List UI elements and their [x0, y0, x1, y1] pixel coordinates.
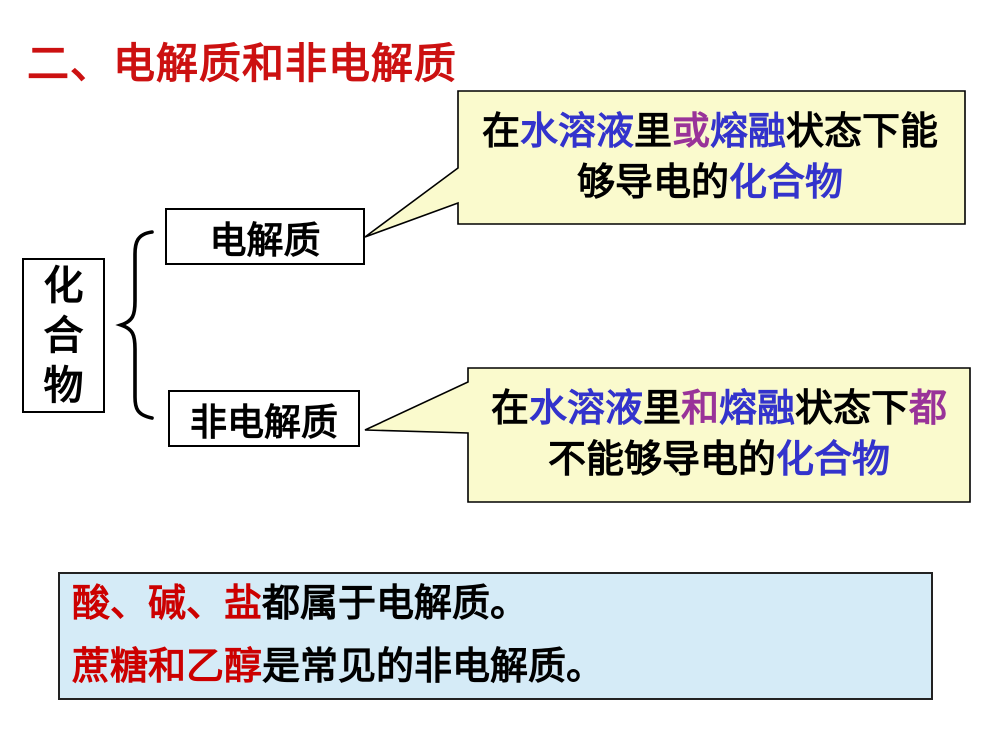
note-line-2: 蔗糖和乙醇是常见的非电解质。 — [72, 646, 605, 688]
electrolyte-box: 电解质 — [165, 208, 365, 265]
note-line-1: 酸、碱、盐都属于电解质。 — [72, 583, 529, 625]
non-electrolyte-box: 非电解质 — [168, 390, 360, 447]
note-box: 酸、碱、盐都属于电解质。 蔗糖和乙醇是常见的非电解质。 — [58, 572, 933, 700]
non-electrolyte-callout-shape — [364, 367, 971, 503]
electrolyte-callout-line-1: 在水溶液里或熔融状态下能 — [481, 110, 939, 153]
page-title: 二、电解质和非电解质 — [27, 42, 458, 88]
compound-box: 化合物 — [22, 258, 105, 413]
curly-brace — [115, 230, 154, 420]
electrolyte-callout: 在水溶液里或熔融状态下能 够导电的化合物 — [455, 91, 965, 224]
compound-label: 化合物 — [43, 263, 84, 408]
non-electrolyte-callout: 在水溶液里和熔融状态下都 不能够导电的化合物 — [468, 368, 970, 502]
electrolyte-callout-shape — [364, 90, 966, 238]
non-electrolyte-label: 非电解质 — [190, 402, 338, 444]
electrolyte-label: 电解质 — [209, 220, 321, 262]
non-electrolyte-callout-line-2: 不能够导电的化合物 — [547, 439, 891, 481]
non-electrolyte-callout-line-1: 在水溶液里和熔融状态下都 — [490, 388, 948, 430]
electrolyte-callout-line-2: 够导电的化合物 — [576, 161, 844, 204]
